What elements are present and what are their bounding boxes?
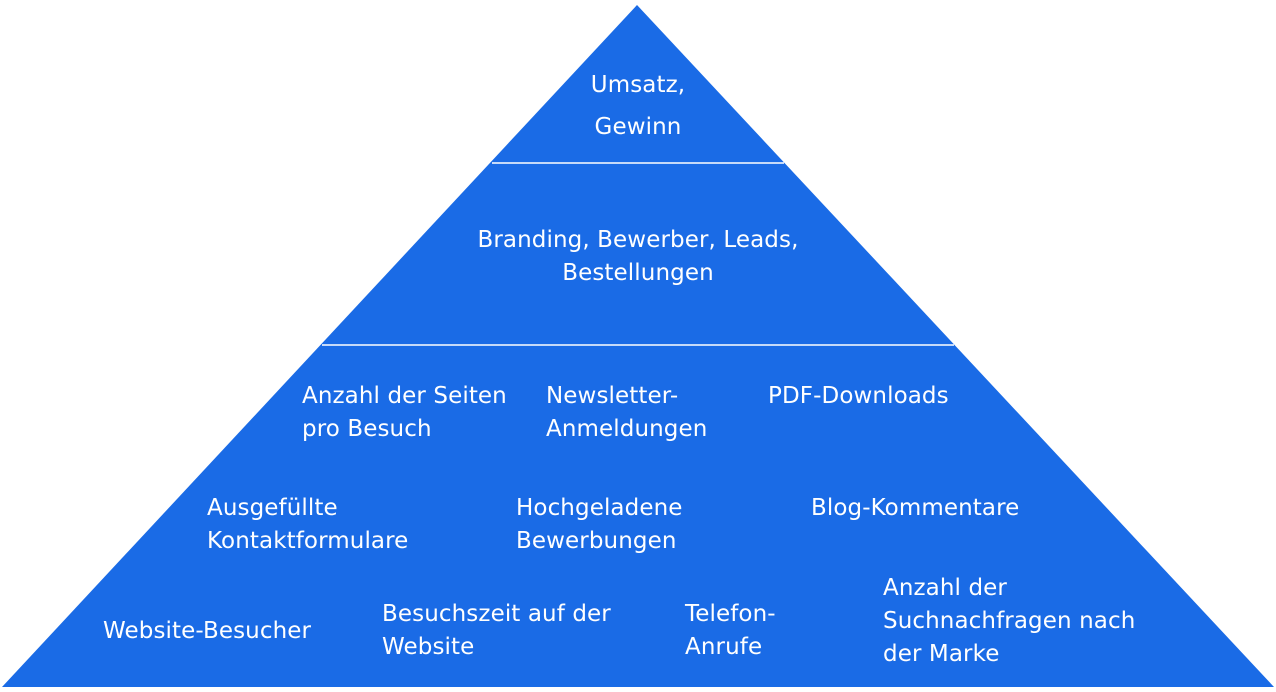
- tier-top-label: Umsatz, Gewinn: [590, 72, 686, 140]
- metric-website-visitors: Website-Besucher: [103, 618, 312, 644]
- metric-pages-per-visit: Anzahl der Seiten pro Besuch: [302, 383, 507, 442]
- metric-phone-calls: Telefon- Anrufe: [685, 601, 776, 660]
- tier-middle-label: Branding, Bewerber, Leads, Bestellungen: [477, 227, 799, 286]
- pyramid-shape: [2, 5, 1274, 687]
- metric-uploaded-applications: Hochgeladene Bewerbungen: [516, 495, 683, 554]
- metric-time-on-site: Besuchszeit auf der Website: [382, 601, 611, 660]
- metric-pdf-downloads: PDF-Downloads: [768, 383, 949, 409]
- metric-blog-comments: Blog-Kommentare: [811, 495, 1020, 521]
- metric-newsletter-signups: Newsletter- Anmeldungen: [546, 383, 708, 442]
- metric-contact-forms: Ausgefüllte Kontaktformulare: [207, 495, 409, 554]
- metric-brand-searches: Anzahl der Suchnachfragen nach der Marke: [883, 575, 1136, 667]
